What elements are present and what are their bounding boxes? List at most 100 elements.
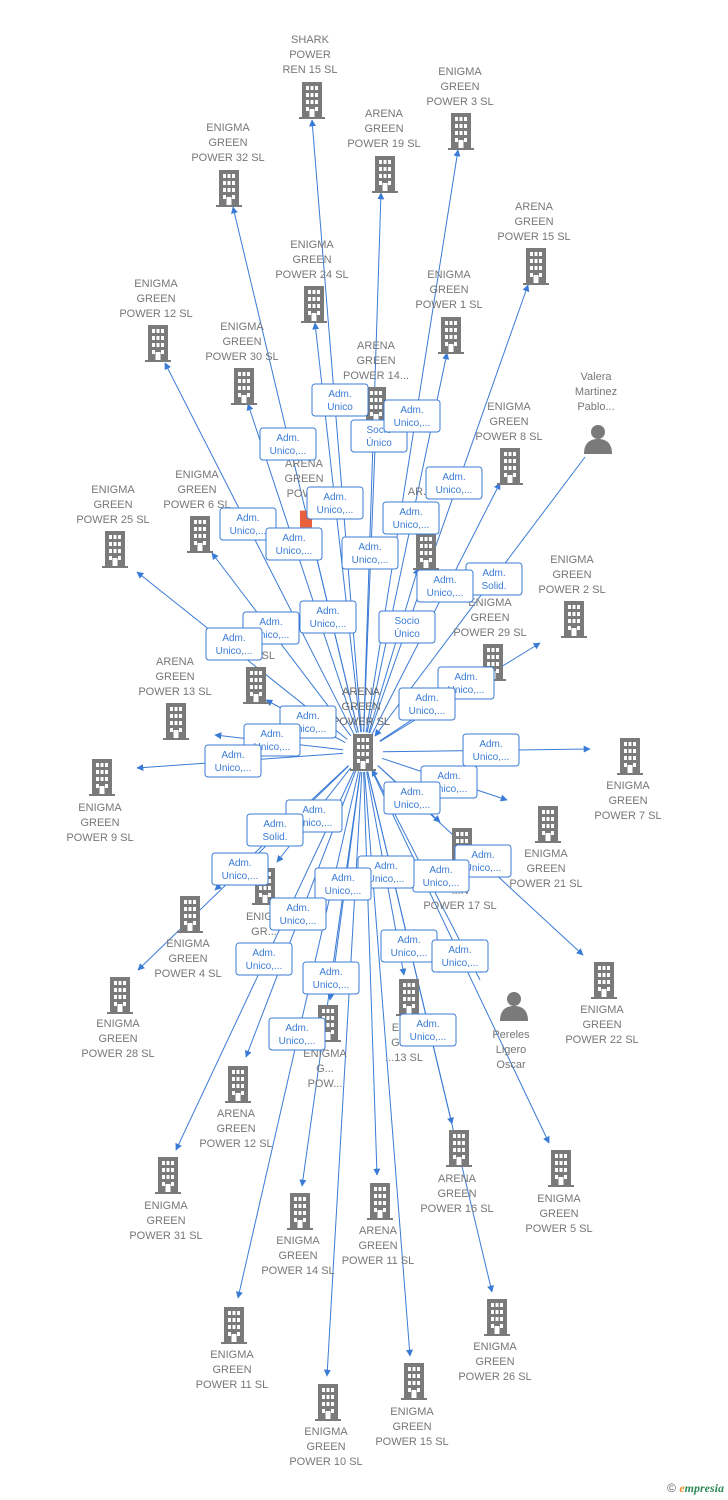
relation-label-text: Adm. (276, 433, 299, 444)
relation-label[interactable]: Adm. Unico,... (204, 744, 262, 778)
relation-label[interactable]: Adm.Unico,... (383, 399, 441, 433)
node-label-line: GREEN (208, 137, 247, 149)
relation-label[interactable]: Adm.Unico,... (398, 687, 456, 721)
node-label-line: GREEN (306, 1441, 345, 1453)
node-label-line: ENIGMA (206, 122, 250, 134)
building-icon (163, 703, 189, 740)
relation-label[interactable]: Adm.Unico,... (205, 627, 263, 661)
brand-logo-rest: mpresia (684, 1481, 724, 1495)
node-valera[interactable]: ValeraMartinezPablo... (575, 371, 617, 454)
relation-label-text: Adm. (221, 750, 244, 761)
relation-label[interactable]: Adm.Unico,... (211, 852, 269, 886)
relation-label[interactable]: Adm.Unico,... (269, 897, 327, 931)
node-enigmaG[interactable]: ENIGMAG...POW... (303, 1005, 347, 1090)
relation-label[interactable]: Adm.Unico,... (259, 427, 317, 461)
relation-label[interactable]: Adm.Unico,... (341, 536, 399, 570)
relation-label[interactable]: Adm.Solid. (465, 562, 523, 596)
relation-label-text: Unico,... (296, 818, 333, 829)
relation-label[interactable]: Adm.Unico,... (431, 939, 489, 973)
relation-label[interactable]: Adm.Unico,... (302, 961, 360, 995)
relation-label-text: Unico,... (431, 784, 468, 795)
relation-label[interactable]: Adm.Unico,... (425, 466, 483, 500)
relation-label[interactable]: Adm.Unico,... (412, 859, 470, 893)
relation-label-text: Adm. (416, 1019, 439, 1030)
building-icon (350, 734, 376, 771)
relation-label-box (398, 687, 456, 721)
relation-label-text: Adm. (228, 858, 251, 869)
copyright-symbol: © (667, 1481, 676, 1495)
relation-label-text: Adm. (442, 472, 465, 483)
node-label-line: POWER 24 SL (275, 269, 348, 281)
relation-label[interactable]: Adm.Unico,... (306, 486, 364, 520)
node-label-line: POWER 2 SL (538, 584, 605, 596)
node-label-line: GREEN (216, 1123, 255, 1135)
relation-label-box (399, 1013, 457, 1047)
person-icon (500, 992, 528, 1021)
relation-label[interactable]: Adm.Unico,... (265, 527, 323, 561)
relation-label[interactable]: Adm.Unico,... (382, 501, 440, 535)
building-icon (216, 170, 242, 207)
relation-label[interactable]: Adm.Unico,... (235, 942, 293, 976)
relation-label[interactable]: Adm.Solid. (246, 813, 304, 847)
relation-label[interactable]: Adm.Unico,... (299, 600, 357, 634)
relation-label[interactable]: Adm.Unico (311, 383, 369, 417)
relation-label[interactable]: Adm.Unico,... (462, 733, 520, 767)
node-label-line: ENIGMA (78, 802, 122, 814)
node-label-line: POWER (289, 49, 331, 61)
relation-label[interactable]: Adm.Unico,... (314, 867, 372, 901)
brand-logo: empresia (679, 1481, 724, 1495)
relation-label-box (431, 939, 489, 973)
relation-label[interactable]: Adm.Unico,... (416, 569, 474, 603)
relation-label[interactable]: Adm.Unico,... (268, 1017, 326, 1051)
footer-brand[interactable]: © empresia (667, 1481, 724, 1496)
edge-arena14a (363, 422, 380, 733)
relation-label-text: Unico,... (215, 763, 252, 774)
relation-label-text: Unico,... (368, 874, 405, 885)
node-label-line: POWER 30 SL (205, 351, 278, 363)
relation-label[interactable]: Adm.Unico,... (219, 507, 277, 541)
node-label-line: GREEN (93, 499, 132, 511)
relation-label-text: Adm. (296, 711, 319, 722)
relation-label[interactable]: Adm.Unico,... (380, 929, 438, 963)
relation-label[interactable]: Adm.Unico,... (383, 781, 441, 815)
node-label-line: POWER 6 SL (163, 499, 230, 511)
node-label-line: GREEN (470, 612, 509, 624)
node-label-line: GREEN (475, 1356, 514, 1368)
relation-label[interactable]: Adm.Unico,... (399, 1013, 457, 1047)
